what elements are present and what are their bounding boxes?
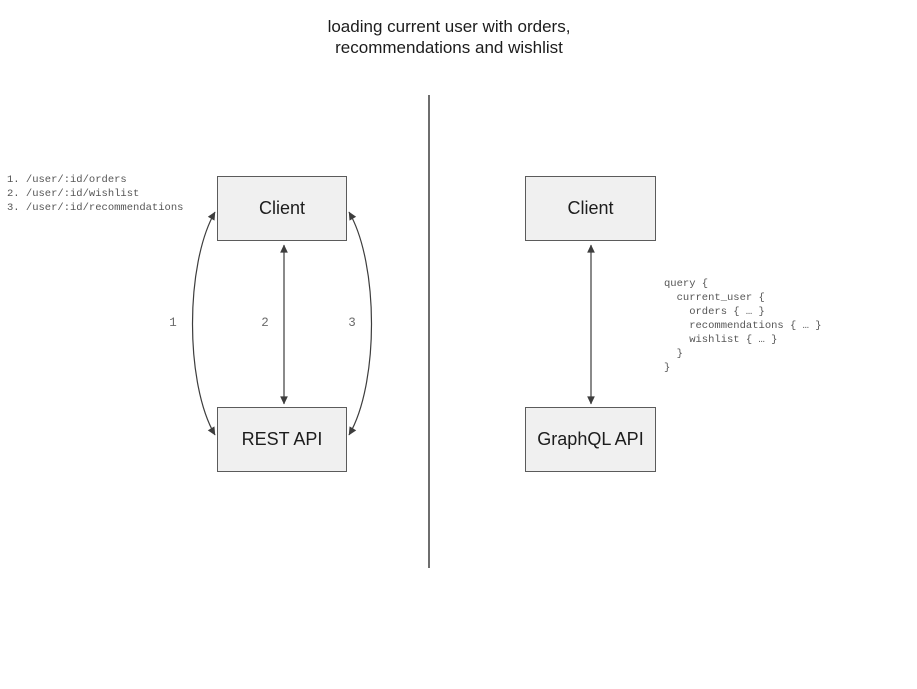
page-title: loading current user with orders, recomm… bbox=[327, 17, 571, 57]
rest-arrow-label-1: 1 bbox=[169, 316, 177, 330]
rest-api-box: REST API bbox=[217, 407, 347, 472]
rest-api-label: REST API bbox=[241, 429, 323, 449]
rest-arrow-1-curve bbox=[191, 211, 216, 436]
rest-arrow-label-3: 3 bbox=[348, 316, 356, 330]
graphql-api-box: GraphQL API bbox=[525, 407, 656, 472]
rest-arrow-label-2: 2 bbox=[261, 316, 269, 330]
rest-client-box: Client bbox=[217, 176, 347, 241]
graphql-client-label: Client bbox=[567, 198, 614, 218]
graphql-client-box: Client bbox=[525, 176, 656, 241]
graphql-query-text: query { current_user { orders { … } reco… bbox=[664, 278, 822, 374]
rest-endpoint-list: 1. /user/:id/orders 2. /user/:id/wishlis… bbox=[7, 174, 184, 214]
divider-line bbox=[428, 95, 430, 568]
graphql-api-label: GraphQL API bbox=[537, 429, 644, 449]
rest-client-label: Client bbox=[258, 198, 306, 218]
